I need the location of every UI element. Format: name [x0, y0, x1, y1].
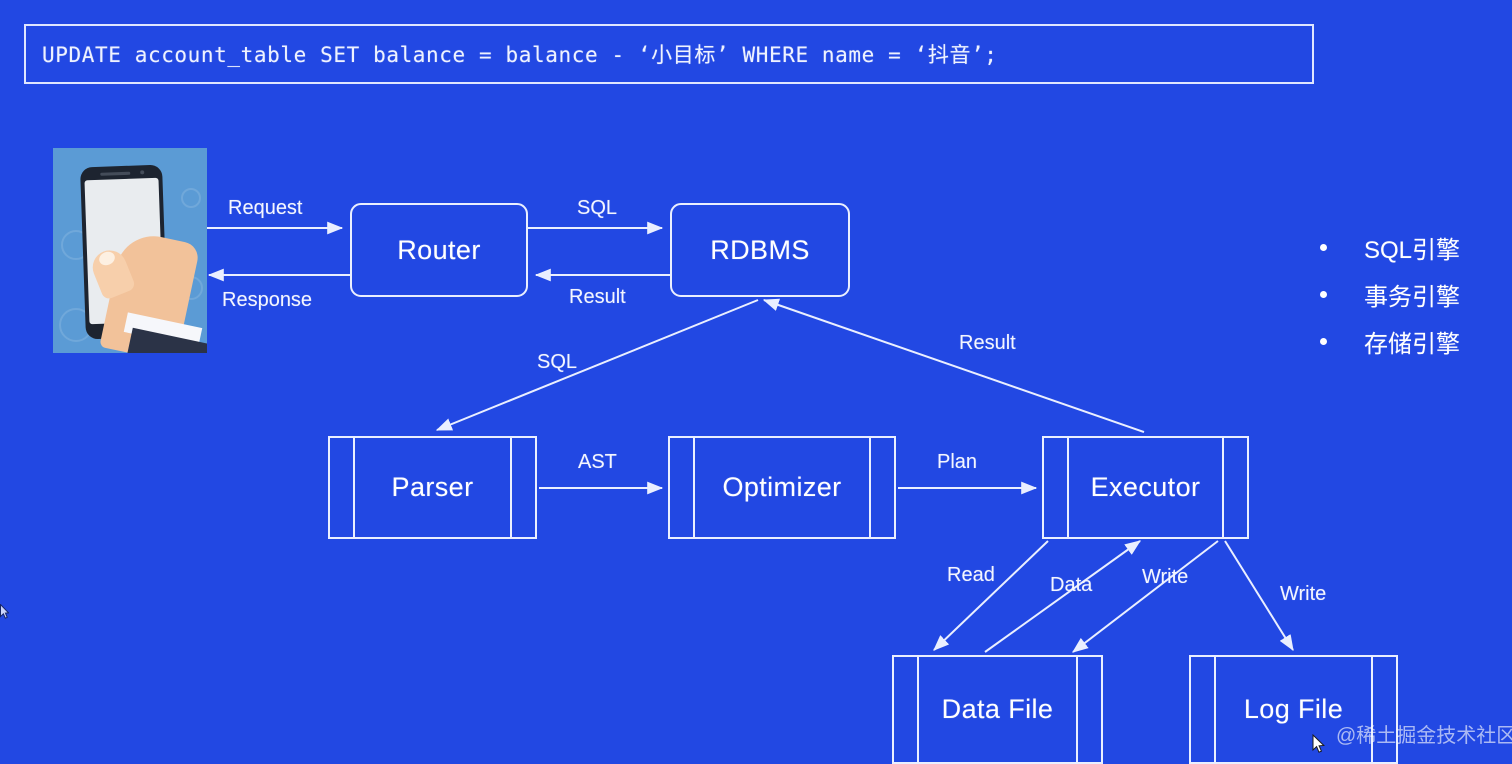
component-rail-left — [917, 655, 919, 764]
edge-write-data-file — [1072, 540, 1219, 653]
component-rail-right — [869, 436, 871, 539]
bullet-label: 事务引擎 — [1364, 284, 1460, 311]
node-executor: Executor — [1042, 436, 1249, 539]
component-rail-right — [1371, 655, 1373, 764]
edge-label-write-log-file: Write — [1280, 583, 1327, 605]
node-router-label: Router — [397, 234, 481, 265]
decorative-circle — [181, 188, 201, 208]
edge-label-result-top: Result — [569, 286, 626, 308]
bullet-item-transaction-engine: 事务引擎 — [1320, 271, 1500, 318]
edge-label-data: Data — [1050, 574, 1093, 596]
component-rail-left — [693, 436, 695, 539]
phone-camera — [140, 170, 145, 175]
edge-read — [933, 540, 1049, 651]
bullet-dot-icon — [1320, 291, 1327, 298]
edge-result-diagonal — [762, 298, 1145, 433]
component-rail-left — [1214, 655, 1216, 764]
watermark-text: @稀土掘金技术社区 — [1336, 725, 1512, 747]
component-rail-right — [510, 436, 512, 539]
component-rail-left — [353, 436, 355, 539]
bullet-item-sql-engine: SQL引擎 — [1320, 224, 1500, 271]
node-parser-label: Parser — [391, 472, 474, 502]
node-router: Router — [350, 203, 528, 297]
edge-cursor-artifact-icon — [0, 604, 9, 619]
phone-speaker — [100, 171, 131, 176]
mouse-cursor-icon — [1312, 734, 1325, 753]
edge-label-response: Response — [222, 289, 313, 311]
node-log-file-label: Log File — [1243, 694, 1344, 724]
node-parser: Parser — [328, 436, 537, 539]
node-data-file: Data File — [892, 655, 1103, 764]
component-rail-right — [1076, 655, 1078, 764]
sql-statement-banner: UPDATE account_table SET balance = balan… — [24, 24, 1314, 84]
bullet-label: SQL引擎 — [1364, 237, 1461, 264]
node-data-file-label: Data File — [941, 694, 1054, 724]
edge-sql-diagonal — [435, 299, 759, 431]
component-rail-right — [1222, 436, 1224, 539]
engine-bullet-list: SQL引擎 事务引擎 存储引擎 — [1320, 224, 1500, 365]
edge-label-result-diagonal: Result — [959, 332, 1016, 354]
component-rail-left — [1067, 436, 1069, 539]
edge-label-sql-top: SQL — [577, 197, 618, 219]
sql-statement-text: UPDATE account_table SET balance = balan… — [42, 43, 998, 67]
node-rdbms: RDBMS — [670, 203, 850, 297]
node-optimizer: Optimizer — [668, 436, 896, 539]
edge-label-read: Read — [947, 564, 995, 586]
phone-tap-illustration — [53, 148, 207, 353]
bullet-item-storage-engine: 存储引擎 — [1320, 318, 1500, 365]
bullet-label: 存储引擎 — [1364, 331, 1460, 358]
bullet-dot-icon — [1320, 338, 1327, 345]
node-log-file: Log File — [1189, 655, 1398, 764]
node-optimizer-label: Optimizer — [722, 472, 842, 502]
edge-label-ast: AST — [578, 451, 617, 473]
node-executor-label: Executor — [1090, 472, 1201, 502]
node-rdbms-label: RDBMS — [710, 234, 810, 265]
edge-label-request: Request — [228, 197, 303, 219]
bullet-dot-icon — [1320, 244, 1327, 251]
edge-label-plan: Plan — [937, 451, 978, 473]
edge-label-write-data-file: Write — [1142, 566, 1189, 588]
edge-label-sql-diagonal: SQL — [537, 351, 578, 373]
